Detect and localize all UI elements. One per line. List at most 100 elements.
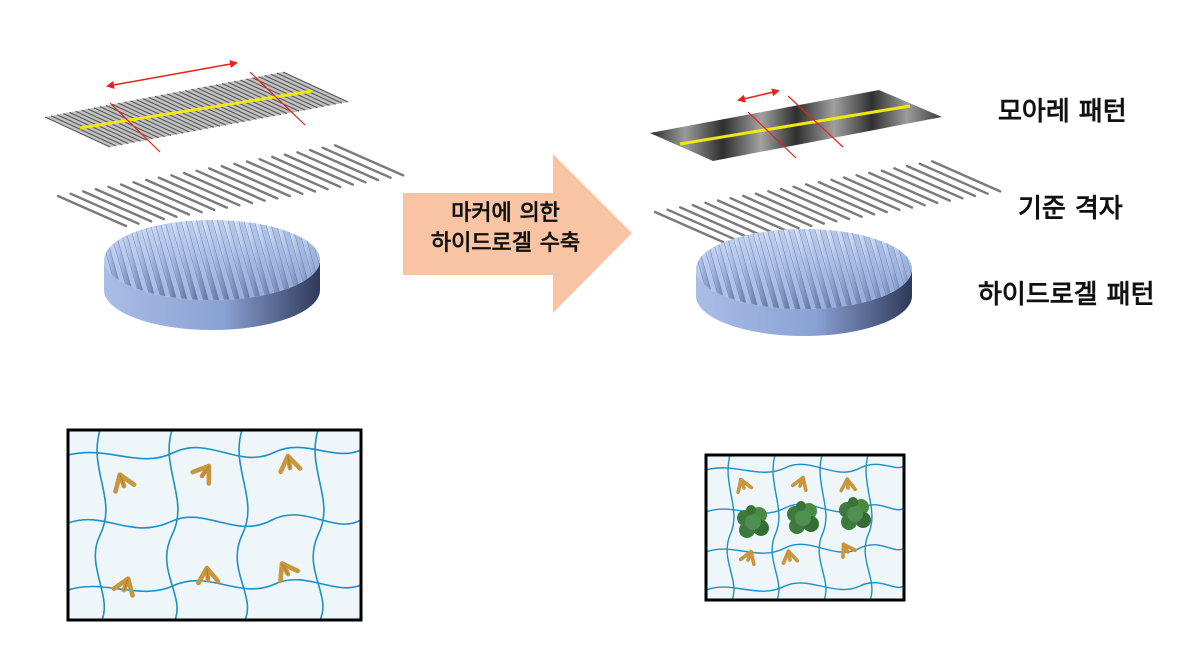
grating-line: [245, 160, 317, 193]
grating-line: [227, 81, 294, 113]
grating-line: [792, 185, 863, 218]
grating-line: [282, 71, 349, 103]
grating-line: [157, 176, 229, 209]
hydrogel-ridge: [833, 229, 866, 309]
grating-line: [132, 180, 203, 214]
grating-line: [905, 164, 977, 198]
grating-line: [679, 206, 750, 239]
double-arrow-icon: [737, 88, 780, 103]
process-arrow-caption: 마커에 의한 하이드로겔 수축: [403, 152, 633, 314]
target-marker-icon: [737, 505, 769, 538]
label-hydrogel-pattern: 하이드로겔 패턴: [978, 280, 1155, 310]
arrow-text: 마커에 의한 하이드로겔 수축: [403, 199, 608, 259]
grating-line: [880, 169, 951, 202]
grating-line: [111, 103, 178, 135]
reference-grating-right: [653, 160, 1002, 244]
hydrogel-ridge: [189, 220, 221, 300]
grating-line: [233, 162, 304, 196]
grating-line: [817, 180, 888, 214]
grating-line: [69, 111, 135, 143]
hydrogel-ridge: [770, 229, 803, 309]
grating-line: [264, 74, 330, 106]
arrow-text-line1: 마커에 의한: [451, 201, 560, 226]
grating-line: [94, 187, 166, 221]
grating-line: [81, 109, 147, 141]
grating-line: [296, 151, 367, 184]
grating-line: [334, 144, 405, 177]
grating-line: [246, 78, 312, 110]
center-line-right: [679, 104, 911, 146]
hydrogel-network-panel-right: [704, 453, 906, 602]
hydrogel-ridge: [252, 220, 284, 300]
grating-line: [75, 110, 141, 142]
hydrogel-ridge: [157, 220, 190, 300]
moire-layer-left: [44, 60, 349, 153]
marker-line-left-2: [249, 71, 306, 126]
grating-line: [321, 146, 392, 179]
grating-line: [233, 80, 300, 112]
grating-line: [754, 192, 825, 225]
grating-line: [283, 153, 354, 186]
grating-line: [207, 167, 279, 200]
grating-line: [270, 73, 337, 105]
target-marker-icon: [839, 497, 871, 530]
grating-line: [893, 167, 964, 200]
grating-line: [182, 171, 254, 205]
grating-line: [666, 208, 737, 241]
grating-line: [918, 162, 989, 195]
grating-line: [220, 164, 291, 198]
hydrogel-ridge: [749, 229, 782, 309]
grating-line: [742, 194, 813, 228]
hydrogel-ridge: [147, 220, 179, 300]
grating-line: [716, 199, 788, 232]
grating-line: [779, 187, 851, 221]
grating-line: [258, 76, 324, 108]
grating-line: [50, 115, 117, 147]
hydrogel-ridge: [126, 220, 158, 300]
hydrogel-ridge: [854, 229, 887, 309]
hydrogel-ridge: [781, 229, 813, 309]
hydrogel-ridge: [315, 220, 320, 300]
marker-line-left-1: [109, 102, 161, 153]
grating-line: [805, 183, 876, 216]
grating-line: [855, 173, 926, 207]
grating-line: [252, 77, 318, 109]
label-reference-grating: 기준 격자: [1018, 194, 1123, 224]
grating-line: [81, 190, 153, 223]
hydrogel-ridge: [136, 220, 169, 300]
grating-line: [653, 210, 725, 244]
grating-line: [767, 190, 838, 223]
hydrogel-ridge: [865, 229, 897, 309]
hydrogel-ridge: [844, 229, 876, 309]
hydrogel-ridge: [168, 220, 200, 300]
hydrogel-network-panel-left: [66, 428, 363, 622]
hydrogel-ridge: [231, 220, 263, 300]
grating-line: [107, 185, 178, 219]
hydrogel-ridge: [220, 220, 253, 300]
hydrogel-ridge: [273, 220, 305, 300]
marker-line-right-1: [747, 111, 797, 159]
grating-line: [704, 201, 775, 235]
polymer-mesh-right: [706, 455, 904, 600]
grating-line: [44, 116, 111, 148]
process-arrow: [403, 154, 632, 313]
grating-line: [56, 114, 123, 146]
hydrogel-ridge: [823, 229, 855, 309]
grating-line: [258, 157, 329, 191]
hydrogel-ridge: [812, 229, 845, 309]
hydrogel-disk-left: [104, 220, 320, 330]
hydrogel-ridge: [728, 229, 761, 309]
grating-line: [119, 183, 191, 216]
label-moire-pattern: 모아레 패턴: [998, 97, 1127, 127]
reference-grating-left: [56, 144, 405, 228]
grating-line: [691, 203, 762, 237]
grating-line: [144, 178, 216, 212]
grating-line: [240, 79, 306, 111]
hydrogel-ridge: [739, 229, 771, 309]
hydrogel-ridge: [262, 220, 295, 300]
grating-line: [99, 106, 166, 138]
marker-line-right-2: [787, 95, 844, 148]
grating-line: [931, 160, 1002, 193]
target-marker-icon: [787, 501, 819, 534]
